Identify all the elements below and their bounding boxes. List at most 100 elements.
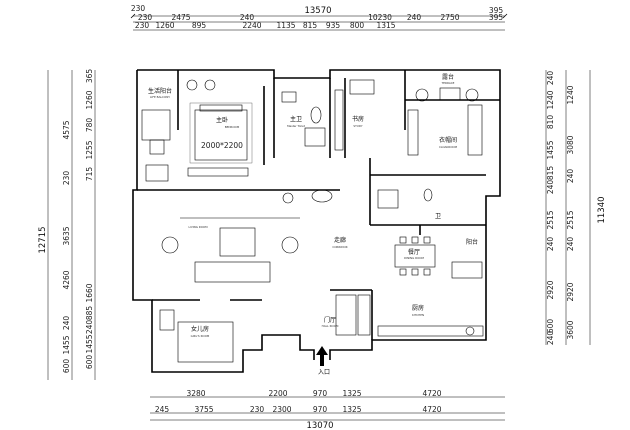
master-bedroom-en-label: BEDROOM — [225, 125, 240, 129]
balcony-label: 阳台 — [466, 238, 478, 246]
small-toilet-bowl-icon — [423, 188, 433, 202]
left-small-1660: 1660 — [85, 283, 94, 302]
dining-chair-3 — [423, 236, 431, 244]
left-dim-600: 600 — [62, 359, 71, 374]
master-bed — [194, 109, 248, 161]
top-dim-9: 1315 — [376, 21, 395, 30]
cloakroom-label: 衣帽间 — [439, 136, 457, 144]
entrance-arrow-icon — [316, 346, 328, 366]
toilet-fixture — [281, 91, 297, 103]
girls-room-en-label: GIRL'S ROOM — [191, 334, 210, 338]
right-dimensions: 11340 1240 3080 240 2515 240 2920 3600 2… — [545, 70, 607, 346]
bottom-dim-1325: 1325 — [342, 389, 361, 398]
right-dim-3600: 3600 — [566, 320, 575, 339]
top-dim-7: 935 — [326, 21, 341, 30]
study-en-label: STUDY — [353, 124, 363, 128]
kitchen-en-label: KITCHEN — [412, 313, 424, 317]
dining-chair-2 — [411, 236, 419, 244]
hall-cabinet-2 — [357, 294, 371, 336]
top-row2-dimension-a: 2475 — [171, 13, 190, 22]
top-dim-1: 230 — [135, 21, 150, 30]
top-small-left-dim: 230 — [131, 4, 146, 13]
top-dim-10: 240 — [407, 13, 422, 22]
bottom2-dim-245: 245 — [155, 405, 170, 414]
corridor-ottoman — [311, 189, 333, 203]
study-bookshelf — [334, 89, 344, 151]
dining-table — [394, 244, 436, 268]
left-dim-1455: 1455 — [62, 335, 71, 354]
top-row2-pre-dimension: 230 — [138, 13, 153, 22]
furniture — [141, 79, 484, 366]
cloakroom-en-label: CLOAKROOM — [439, 145, 458, 149]
bottom-dim-4720: 4720 — [422, 389, 441, 398]
living-armchair-icon-2 — [281, 236, 299, 254]
right-small-2515: 2515 — [546, 210, 555, 229]
right-outer-dimension: 11340 — [597, 196, 607, 223]
corridor-plant-icon — [282, 192, 294, 204]
room-labels: 生活阳台 LIFE BALCONY 主卧 BEDROOM 2000*2200 主… — [148, 73, 478, 376]
top-dim-6: 815 — [303, 21, 318, 30]
bed-headboard — [199, 104, 243, 112]
bottom-total-dimension: 13070 — [306, 421, 333, 430]
left-small-885: 885 — [85, 306, 94, 321]
top-row2-dimension-d: 395 — [489, 6, 504, 15]
bottom2-dim-3755: 3755 — [194, 405, 213, 414]
living-sofa — [194, 261, 271, 283]
girls-bed — [177, 321, 234, 363]
left-dim-365: 365 — [85, 69, 94, 84]
left-small-1455: 1455 — [85, 334, 94, 353]
right-small-600: 600 — [546, 319, 555, 334]
top-dim-8: 800 — [350, 21, 365, 30]
master-toilet-en-label: Master Toilet — [287, 124, 306, 128]
left-dim-240: 240 — [62, 316, 71, 331]
bedroom-chair — [149, 139, 165, 155]
wardrobe — [187, 167, 249, 177]
top-row2-dimension-b: 240 — [240, 13, 255, 22]
dining-chair-1 — [399, 236, 407, 244]
bottom-dim-970: 970 — [313, 389, 328, 398]
life-balcony-label: 生活阳台 — [148, 87, 172, 95]
left-dim-230: 230 — [62, 171, 71, 186]
study-label: 书房 — [352, 115, 364, 123]
cloakroom-shelf-left — [407, 109, 419, 156]
study-desk — [349, 79, 375, 95]
bottom2-dim-4720: 4720 — [422, 405, 441, 414]
top-row2-dimension-c: 10230 — [368, 13, 392, 22]
top-dim-3: 895 — [192, 21, 207, 30]
stove-icon — [465, 326, 475, 336]
left-small-1255: 1255 — [85, 140, 94, 159]
right-dim-1240: 1240 — [566, 85, 575, 104]
entrance-label: 入口 — [318, 369, 330, 376]
balcony-cabinet — [451, 261, 483, 279]
interior-walls — [137, 70, 500, 340]
toilet-label: 卫 — [435, 213, 441, 220]
balcony-plant-icon-2 — [204, 79, 216, 91]
left-dimensions: 12715 4575 230 3635 4260 240 1455 600 36… — [38, 69, 96, 380]
shower-area — [304, 127, 326, 147]
left-dim-3635: 3635 — [62, 226, 71, 245]
cloakroom-shelf-right — [467, 104, 483, 156]
corridor-en-label: CORRIDOR — [332, 245, 347, 249]
living-rug — [219, 227, 256, 257]
left-small-240b: 240 — [85, 320, 94, 335]
hall-label: 门厅 — [324, 316, 336, 324]
dining-chair-4 — [399, 268, 407, 276]
right-small-240d: 240 — [546, 331, 555, 346]
left-small-1260: 1260 — [85, 90, 94, 109]
terrace-chair-icon — [415, 88, 429, 102]
small-toilet-basin — [377, 189, 399, 209]
washing-machine — [145, 164, 169, 182]
balcony-plant-icon — [186, 79, 198, 91]
life-balcony-en-label: LIFE BALCONY — [150, 95, 170, 99]
balcony-table — [141, 109, 171, 141]
top-dim-2: 1260 — [155, 21, 174, 30]
corridor-label: 走廊 — [334, 236, 346, 244]
right-dim-3080: 3080 — [566, 135, 575, 154]
right-small-815: 815 — [546, 166, 555, 181]
dining-room-en-label: DINING ROOM — [404, 256, 424, 260]
right-small-240c: 240 — [546, 237, 555, 252]
bottom2-dim-1325: 1325 — [342, 405, 361, 414]
top-dim-4: 2240 — [242, 21, 261, 30]
bottom-dimensions: 3280 2200 970 1325 4720 245 3755 230 230… — [150, 389, 505, 430]
master-bedroom-label: 主卧 — [216, 116, 228, 124]
